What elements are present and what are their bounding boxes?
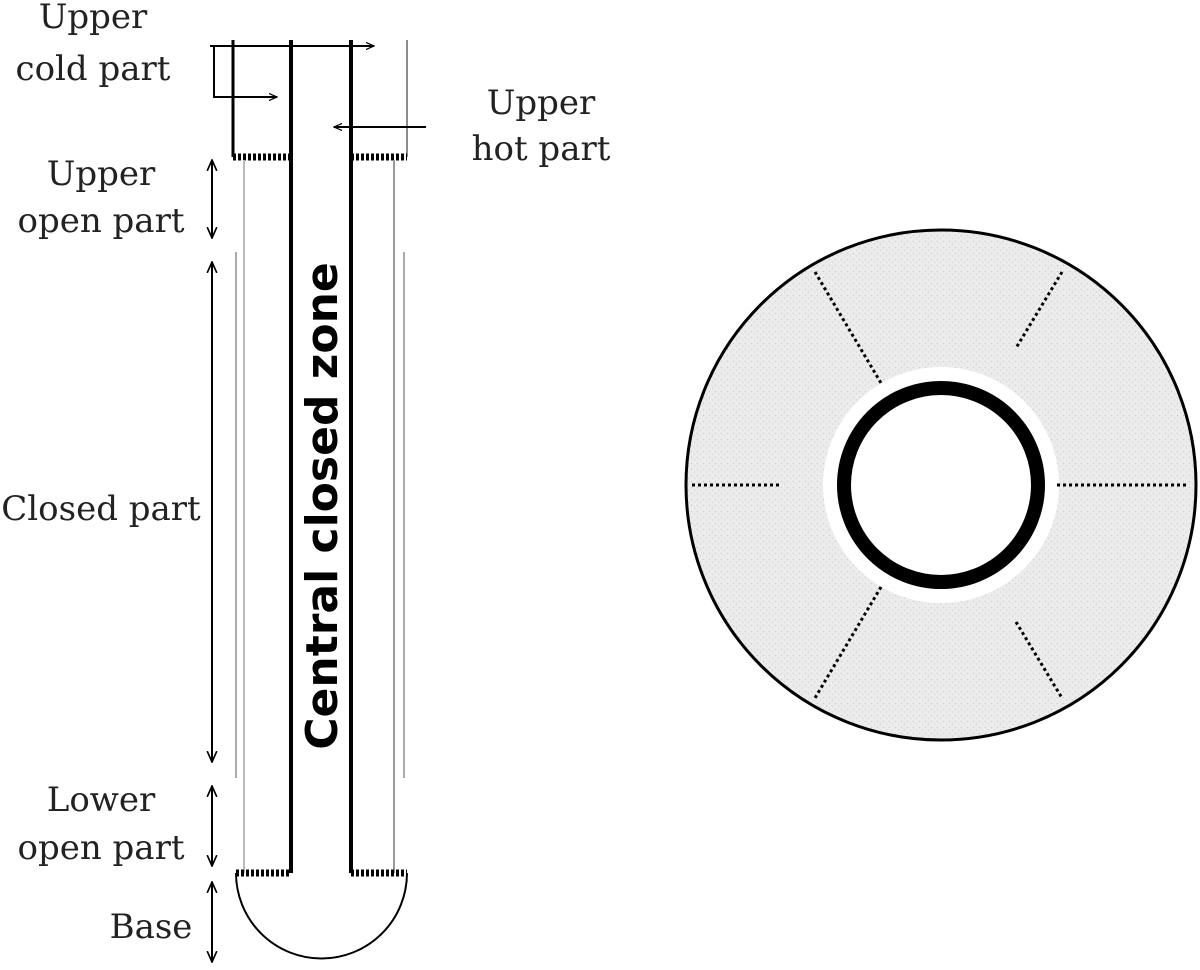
- upper-cold-label-line1: Upper: [39, 0, 148, 37]
- base-label: Base: [110, 907, 193, 947]
- central-tube: [837, 381, 1045, 589]
- partition-lower-right: [1014, 621, 1064, 699]
- tank-labels: Upper cold part Upper hot part Upper ope…: [1, 0, 610, 947]
- upper-open-label-line1: Upper: [47, 154, 156, 194]
- lower-open-label-line1: Lower: [47, 780, 156, 820]
- upper-cold-label-line2: cold part: [16, 49, 171, 89]
- central-zone-label: Central closed zone: [297, 262, 348, 750]
- lower-open-label-line2: open part: [17, 828, 184, 868]
- closed-part-label: Closed part: [1, 489, 201, 529]
- cold-inlet-arrow: [213, 46, 277, 97]
- upper-hot-label-line2: hot part: [472, 129, 611, 169]
- partition-upper-right: [1014, 271, 1064, 349]
- upper-hot-label-line1: Upper: [487, 83, 596, 123]
- tank-top-view: [684, 228, 1198, 742]
- tank-side-view: [210, 40, 426, 962]
- base-hemisphere: [235, 872, 408, 960]
- upper-open-label-line2: open part: [17, 201, 184, 241]
